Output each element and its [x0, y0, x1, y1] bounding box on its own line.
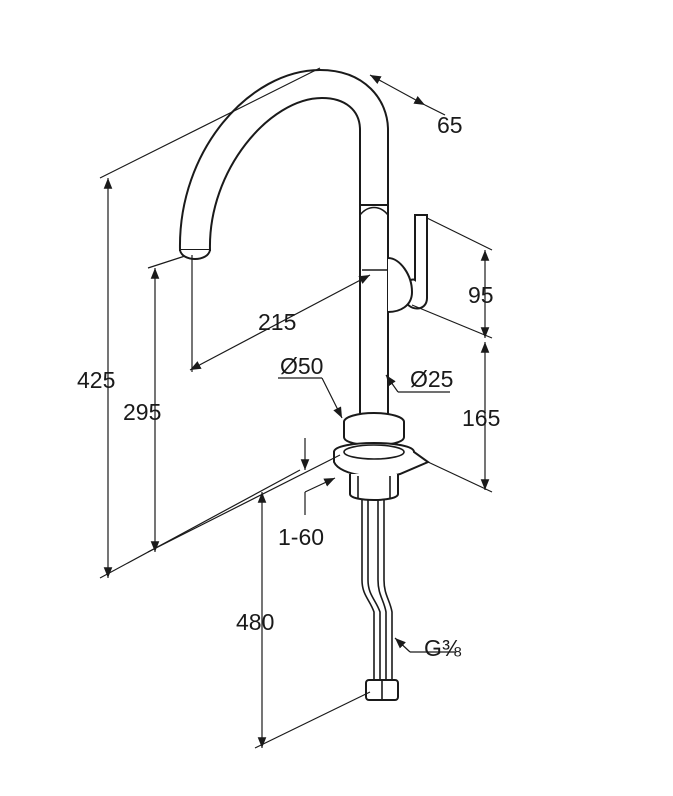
dim-spout-reach: 215: [258, 309, 296, 335]
dim-total-height: 425: [77, 367, 115, 393]
dim-lever-base-height: 165: [462, 405, 500, 431]
lever-base: [387, 257, 414, 313]
faucet-body: [359, 204, 389, 421]
dimension-lines: [99, 67, 493, 749]
hose-left: [361, 500, 375, 680]
hose-right: [383, 500, 393, 680]
spout-tip: [179, 249, 211, 260]
faucet-outline: [178, 68, 431, 701]
fixing-nut: [349, 474, 399, 501]
dim-body-diameter: Ø25: [410, 366, 453, 392]
dim-lever-offset: 65: [437, 112, 463, 138]
dim-connection-thread: G⅜: [424, 635, 462, 661]
dim-base-diameter: Ø50: [280, 353, 323, 379]
spout: [178, 68, 389, 251]
dim-lever-height: 95: [468, 282, 494, 308]
dim-deck-thickness: 1-60: [278, 524, 324, 550]
dim-hose-length: 480: [236, 609, 274, 635]
dim-spout-height: 295: [123, 399, 161, 425]
